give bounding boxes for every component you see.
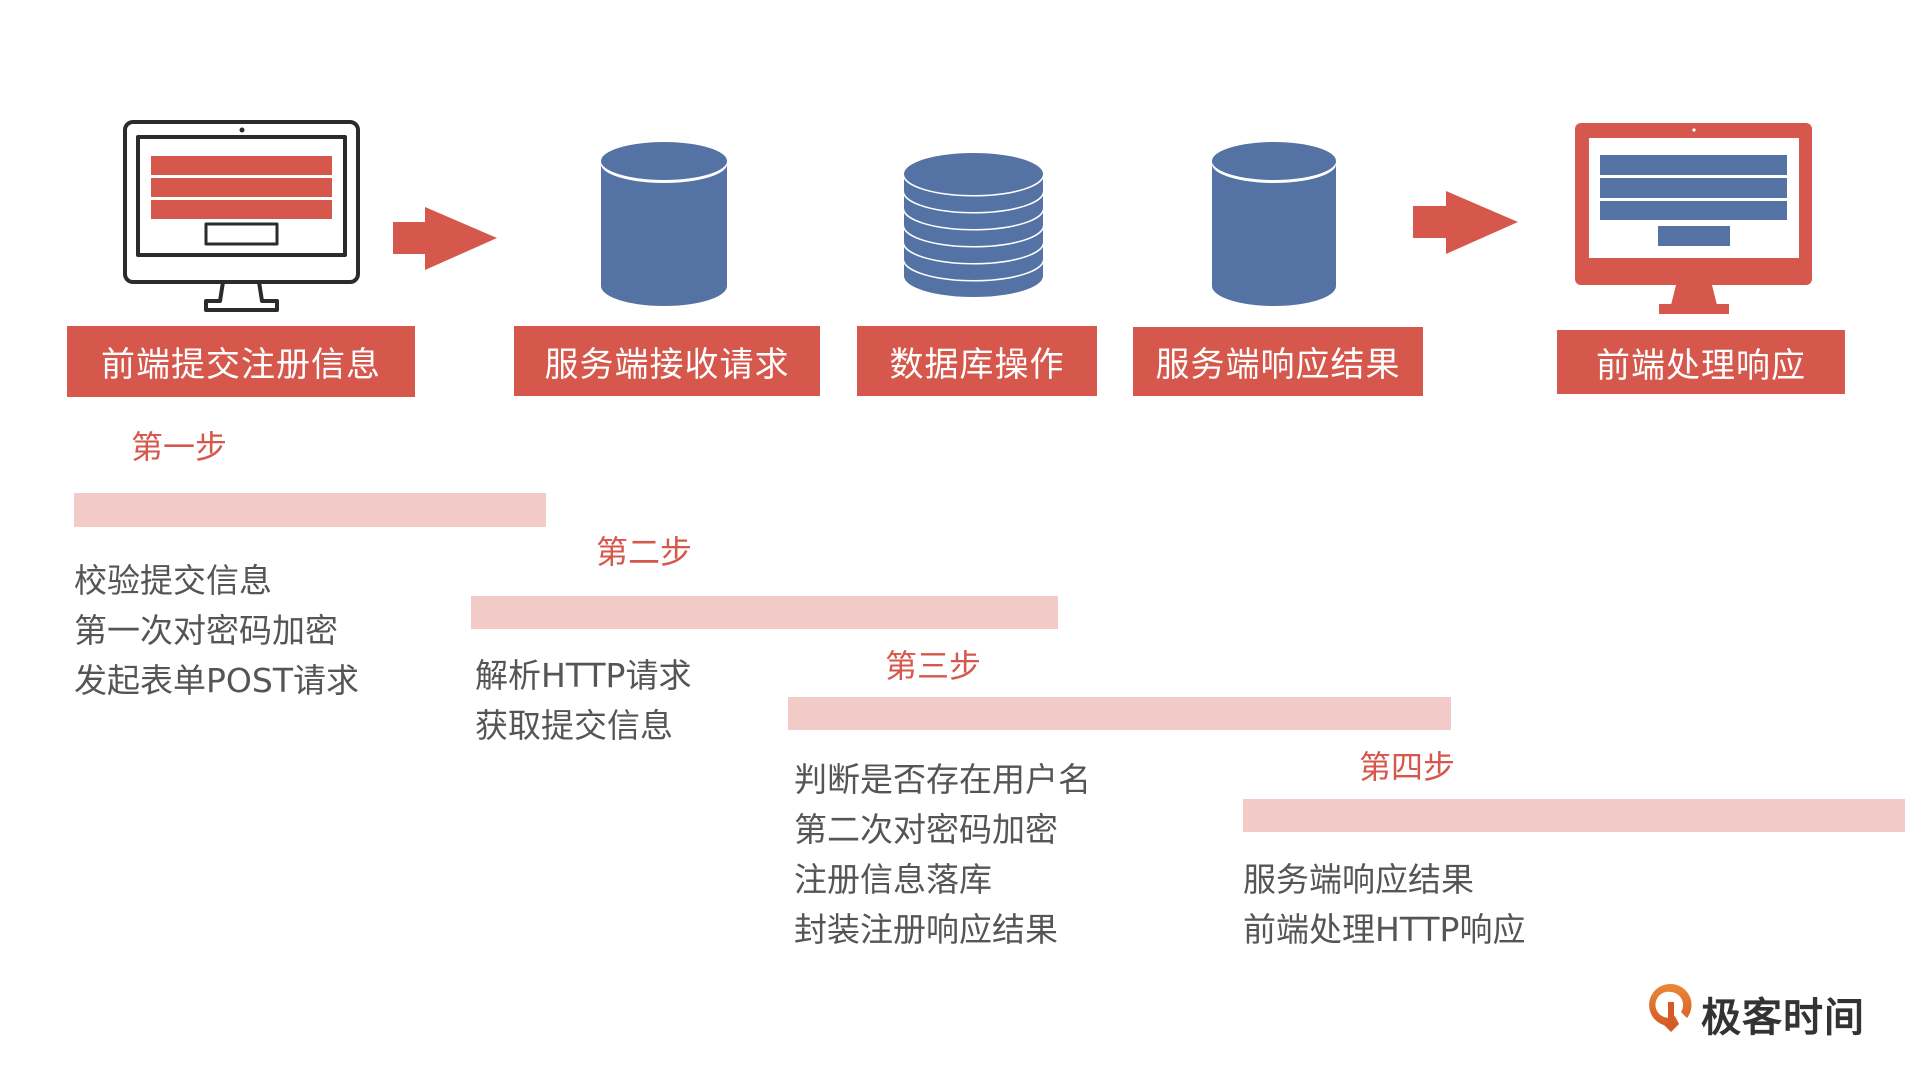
step-line: 判断是否存在用户名 <box>794 760 1091 799</box>
step-description: 判断是否存在用户名 第二次对密码加密 注册信息落库 封装注册响应结果 <box>794 755 1091 955</box>
node-label-server-receive: 服务端接收请求 <box>514 326 820 396</box>
database-stack-icon <box>902 153 1045 297</box>
step-description: 校验提交信息 第一次对密码加密 发起表单POST请求 <box>74 556 359 706</box>
step-line: 第一次对密码加密 <box>74 611 338 650</box>
step-line: 发起表单POST请求 <box>74 661 359 700</box>
geektime-logo-icon <box>1649 983 1692 1032</box>
database-cylinder-icon <box>601 142 727 306</box>
step-bar <box>1243 799 1905 832</box>
step-line: 解析HTTP请求 <box>475 656 692 695</box>
database-cylinder-icon <box>1212 142 1336 306</box>
node-label-frontend-submit: 前端提交注册信息 <box>67 326 415 397</box>
step-description: 服务端响应结果 前端处理HTTP响应 <box>1243 855 1525 955</box>
db-stack-top <box>904 153 1043 195</box>
step-title: 第二步 <box>596 533 693 571</box>
step-line: 前端处理HTTP响应 <box>1243 910 1526 949</box>
node-label-server-respond: 服务端响应结果 <box>1133 327 1423 396</box>
node-label-frontend-handle: 前端处理响应 <box>1557 330 1845 394</box>
step-title: 第三步 <box>885 647 982 685</box>
step-line: 获取提交信息 <box>475 706 673 745</box>
step-bar <box>788 697 1451 730</box>
step-line: 第二次对密码加密 <box>794 810 1058 849</box>
step-line: 服务端响应结果 <box>1243 860 1474 899</box>
step-line: 封装注册响应结果 <box>794 910 1058 949</box>
arrow-right-icon <box>393 207 497 270</box>
step-description: 解析HTTP请求 获取提交信息 <box>475 651 691 751</box>
step-title: 第一步 <box>131 428 228 466</box>
logo-text: 极客时间 <box>1701 995 1865 1041</box>
step-bar <box>471 596 1058 629</box>
step-line: 校验提交信息 <box>74 561 272 600</box>
node-label-db-operation: 数据库操作 <box>857 326 1097 396</box>
step-bar <box>74 493 546 527</box>
step-line: 注册信息落库 <box>794 860 992 899</box>
arrow-right-icon <box>1413 191 1518 254</box>
step-title: 第四步 <box>1359 748 1456 786</box>
